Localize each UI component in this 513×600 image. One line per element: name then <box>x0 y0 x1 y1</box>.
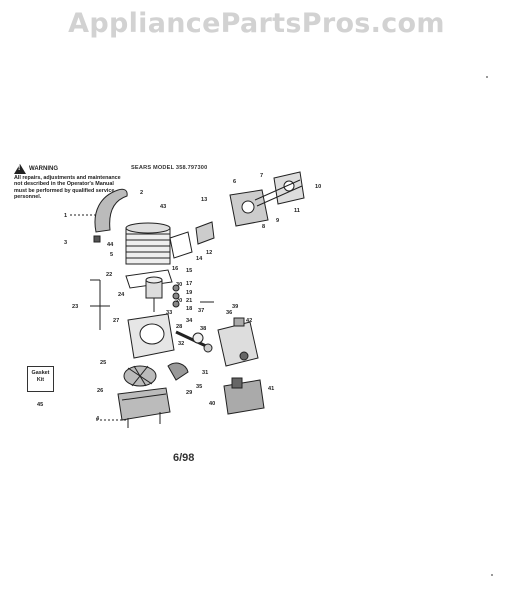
callout-labels: 1 3 2 4 5 6 7 8 9 10 11 12 13 14 15 16 1… <box>64 173 321 422</box>
part-flywheel <box>123 365 157 387</box>
callout-20: 20 <box>176 298 182 304</box>
callout-7: 7 <box>260 173 263 179</box>
callout-23: 23 <box>72 304 78 310</box>
callout-40: 40 <box>209 401 215 407</box>
part-crankcase <box>127 313 175 359</box>
callout-44: 44 <box>107 242 114 248</box>
part-ignition-coil <box>167 362 189 381</box>
part-muffler-assembly <box>229 171 305 227</box>
callout-13: 13 <box>201 197 207 203</box>
callout-2: 2 <box>140 190 143 196</box>
callout-24: 24 <box>118 292 125 298</box>
callout-25: 25 <box>100 360 106 366</box>
callout-41: 41 <box>268 386 274 392</box>
watermark-logo: AppliancePartsPros.com <box>68 8 445 39</box>
callout-43: 43 <box>160 204 166 210</box>
callout-37: 37 <box>198 308 204 314</box>
part-base-plate <box>117 387 171 421</box>
part-gasket <box>169 231 193 259</box>
part-bracket <box>94 188 128 233</box>
warning-text: All repairs, adjustments and maintenance… <box>14 175 121 201</box>
callout-16: 16 <box>172 266 178 272</box>
model-label: SEARS MODEL 358.797300 <box>131 165 208 171</box>
callout-22: 22 <box>106 272 112 278</box>
callout-33: 33 <box>166 310 172 316</box>
callout-38: 38 <box>200 326 206 332</box>
callout-18: 18 <box>186 306 192 312</box>
callout-15: 15 <box>186 268 192 274</box>
callout-39: 39 <box>232 304 238 310</box>
speck <box>486 76 488 78</box>
part-spacer <box>195 221 215 245</box>
callout-36: 36 <box>226 310 232 316</box>
callout-8: 8 <box>262 224 265 230</box>
part-piston <box>145 276 163 312</box>
callout-4: 4 <box>96 416 100 422</box>
callout-21: 21 <box>186 298 192 304</box>
gasket-kit-number: 45 <box>37 402 44 408</box>
callout-29: 29 <box>186 390 192 396</box>
part-fuel-tank <box>223 377 265 415</box>
warning-notice: WARNING All repairs, adjustments and mai… <box>14 164 126 201</box>
part-screw-44 <box>93 235 101 243</box>
part-air-filter <box>217 317 259 367</box>
date-label: 6/98 <box>173 452 195 464</box>
callout-5: 5 <box>110 252 113 258</box>
callout-35: 35 <box>196 384 202 390</box>
speck <box>491 574 493 576</box>
warning-icon <box>14 164 26 174</box>
callout-34: 34 <box>186 318 193 324</box>
callout-14: 14 <box>196 256 203 262</box>
callout-9: 9 <box>276 218 279 224</box>
callout-42: 42 <box>246 318 252 324</box>
callout-17: 17 <box>186 281 192 287</box>
warning-heading: WARNING <box>29 165 58 172</box>
callout-3: 3 <box>64 240 67 246</box>
callout-10: 10 <box>315 184 321 190</box>
callout-31: 31 <box>202 370 208 376</box>
part-crankshaft <box>175 330 213 353</box>
part-cylinder <box>125 222 171 265</box>
callout-28: 28 <box>176 324 182 330</box>
callout-30: 30 <box>176 282 182 288</box>
callout-12: 12 <box>206 250 212 256</box>
gasket-kit-box: Gasket Kit <box>27 366 54 392</box>
callout-1: 1 <box>64 213 67 219</box>
callout-19: 19 <box>186 290 192 296</box>
callout-26: 26 <box>97 388 103 394</box>
callout-27: 27 <box>113 318 119 324</box>
callout-6: 6 <box>233 179 236 185</box>
callout-32: 32 <box>178 341 184 347</box>
callout-11: 11 <box>294 208 300 214</box>
